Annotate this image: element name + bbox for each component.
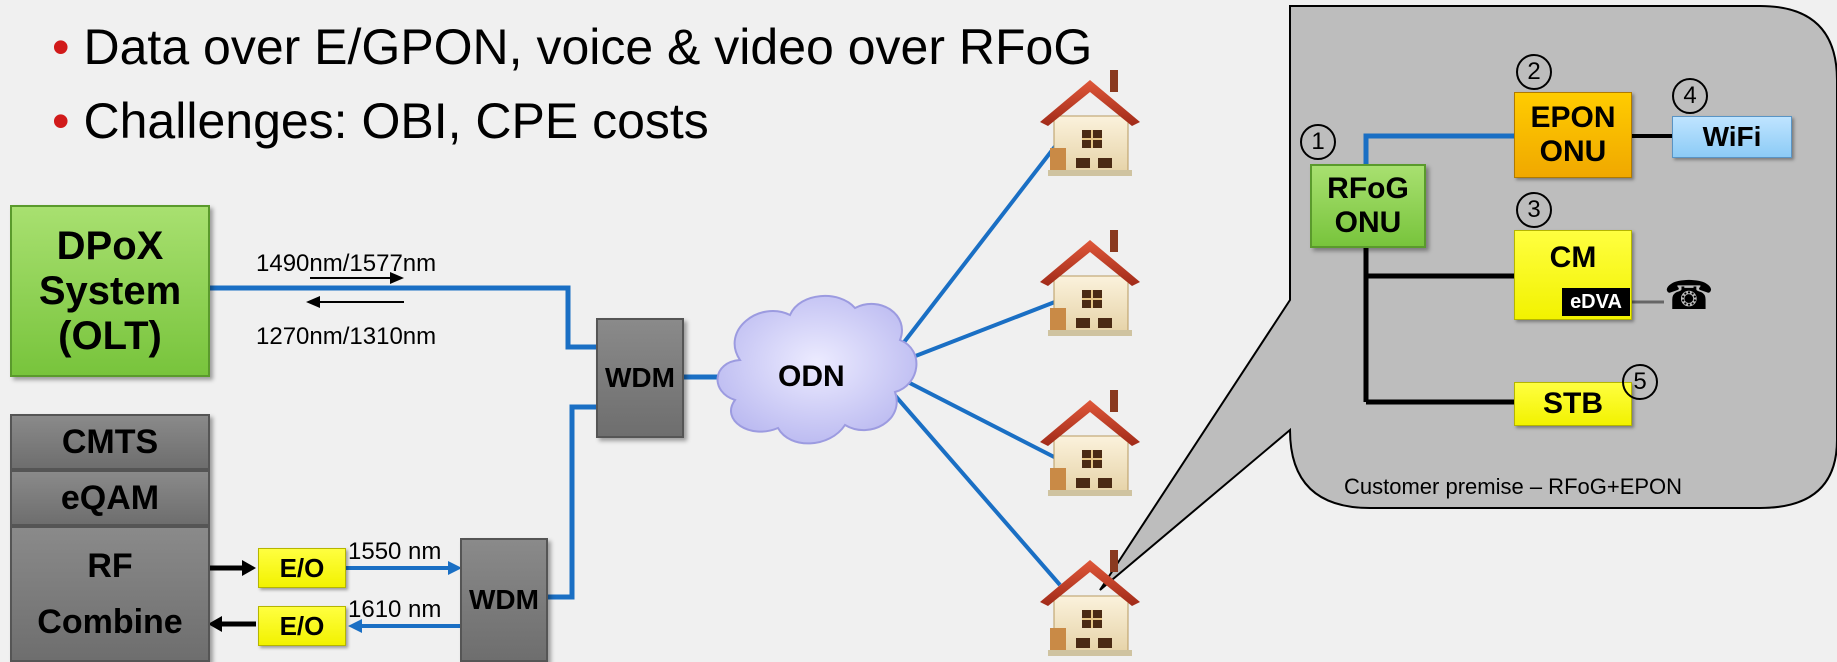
bullet-dot: • (52, 19, 70, 75)
stb-label: STB (1543, 387, 1603, 420)
eo-bottom-label: E/O (279, 610, 325, 641)
eqam-box: eQAM (10, 470, 210, 526)
wavelength-1610-label: 1610 nm (348, 596, 442, 623)
wdm-top-label: WDM (605, 362, 675, 393)
rf-combine-box: RF Combine (10, 526, 210, 662)
fiber-odn-house-3 (899, 376, 1061, 462)
edva-label: eDVA (1570, 290, 1622, 313)
epon-onu-line-2: ONU (1539, 135, 1607, 168)
bullet-2: •Challenges: OBI, CPE costs (52, 92, 709, 150)
wifi-label: WiFi (1702, 121, 1762, 152)
headend-stack: CMTS eQAM RF Combine (10, 414, 210, 662)
olt-box: DPoX System (OLT) (10, 205, 210, 377)
eo-top-box: E/O (258, 548, 346, 588)
bullet-2-text: Challenges: OBI, CPE costs (83, 93, 709, 149)
telephone-icon: ☎ (1664, 274, 1714, 318)
fiber-odn-house-4 (890, 390, 1062, 587)
cmts-box: CMTS (10, 414, 210, 470)
wavelength-1550-label: 1550 nm (348, 538, 442, 565)
premise-caption: Customer premise – RFoG+EPON (1344, 474, 1683, 499)
olt-line-3: (OLT) (58, 313, 162, 358)
wavelength-up-label: 1270nm/1310nm (256, 323, 437, 350)
cmts-label: CMTS (61, 422, 159, 461)
house-3 (1039, 389, 1141, 497)
wdm-bottom-box: WDM (460, 538, 548, 662)
bullet-dot: • (52, 93, 70, 149)
rf-label: RF (87, 547, 133, 585)
odn-cloud (716, 295, 918, 445)
epon-onu-line-1: EPON (1530, 101, 1616, 134)
rfog-onu-box: RFoG ONU (1310, 164, 1426, 248)
cm-label: CM (1549, 241, 1597, 274)
bullet-1: •Data over E/GPON, voice & video over RF… (52, 18, 1092, 76)
wdm-top-box: WDM (596, 318, 684, 438)
bullet-1-text: Data over E/GPON, voice & video over RFo… (83, 19, 1093, 75)
rfog-onu-line-1: RFoG (1327, 172, 1409, 205)
fiber-wdm-wdm (548, 404, 596, 600)
marker-1: 1 (1300, 124, 1336, 160)
odn-label: ODN (778, 360, 845, 393)
epon-onu-box: EPON ONU (1514, 92, 1632, 178)
marker-5: 5 (1622, 364, 1658, 400)
callout-bubble (1099, 5, 1837, 591)
marker-2: 2 (1516, 54, 1552, 90)
house-1 (1039, 69, 1141, 177)
olt-line-1: DPoX (56, 223, 164, 268)
rfog-onu-line-2: ONU (1334, 206, 1402, 239)
combine-label: Combine (37, 603, 183, 641)
house-2 (1039, 229, 1141, 337)
wifi-box: WiFi (1672, 116, 1792, 158)
marker-4: 4 (1672, 78, 1708, 114)
fiber-odn-house-1 (896, 138, 1062, 352)
fiber-odn-house-2 (899, 298, 1061, 364)
wdm-bottom-label: WDM (469, 584, 539, 615)
eo-top-label: E/O (279, 552, 325, 583)
wavelength-down-label: 1490nm/1577nm (256, 250, 437, 277)
eqam-label: eQAM (60, 478, 160, 517)
eo-bottom-box: E/O (258, 606, 346, 646)
edva-box: eDVA (1562, 288, 1630, 316)
line-rfog-epon (1363, 133, 1514, 164)
marker-3: 3 (1516, 192, 1552, 228)
fiber-olt-wdm (210, 285, 596, 350)
olt-line-2: System (38, 268, 182, 313)
stb-box: STB (1514, 382, 1632, 426)
